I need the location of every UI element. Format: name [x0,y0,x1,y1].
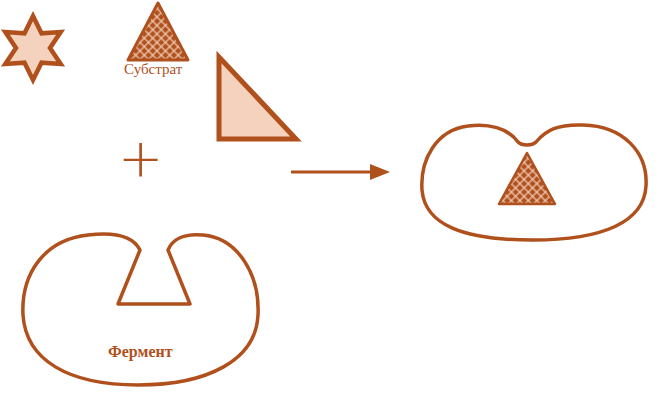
complex-outline [422,125,646,240]
plus-sign: + [118,132,163,186]
reaction-arrow [291,171,372,174]
bound-substrate [499,153,555,204]
arrow-head [370,164,390,180]
complex [422,125,646,240]
star-shape [5,16,60,80]
substrate-triangle [128,3,188,60]
enzyme-shape: Фермент [18,230,263,390]
node-outline [18,230,263,390]
outline-path [23,234,258,385]
right-triangle [219,57,296,139]
substrate-label: Субстрат [124,62,182,77]
enzyme-label: Фермент [108,343,173,361]
